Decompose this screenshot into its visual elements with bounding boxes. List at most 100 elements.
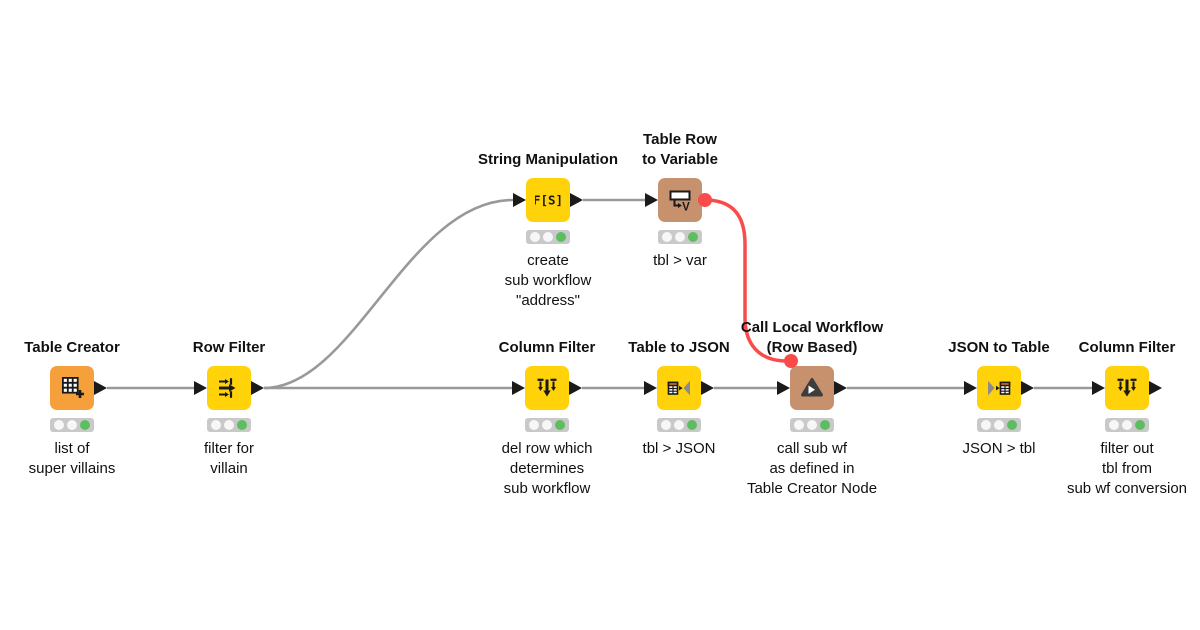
traffic-light-circle-off (994, 420, 1004, 430)
node-caption-line: Table Creator Node (746, 480, 878, 497)
call-workflow-icon (801, 378, 823, 397)
traffic-light-table-creator (50, 418, 94, 432)
output-port[interactable] (1021, 381, 1034, 395)
node-title-line: JSON to Table (948, 339, 1050, 356)
node-title-line: Column Filter (498, 339, 596, 356)
node-icon-slot (666, 375, 692, 401)
connection-row-filter-to-string-manipulation[interactable] (263, 198, 514, 390)
node-icon-slot (986, 375, 1012, 401)
traffic-light-circle-off (67, 420, 77, 430)
node-title-line: to Variable (642, 151, 718, 168)
input-port[interactable] (194, 381, 207, 395)
node-caption-json-to-table: JSON > tbl (963, 439, 1036, 459)
traffic-light-column-filter-2 (1105, 418, 1149, 432)
node-caption-line: JSON > tbl (962, 440, 1036, 457)
node-icon-slot (1114, 375, 1140, 401)
output-port[interactable] (569, 381, 582, 395)
traffic-light-circle-off (224, 420, 234, 430)
traffic-light-circle-off (674, 420, 684, 430)
node-string-manipulation[interactable]: F[S] (513, 178, 583, 222)
node-caption-line: call sub wf (776, 440, 848, 457)
input-port[interactable] (513, 193, 526, 207)
traffic-light-circle-off (794, 420, 804, 430)
traffic-light-table-to-json (657, 418, 701, 432)
node-row-filter[interactable] (194, 366, 264, 410)
traffic-light-circle-off (530, 232, 540, 242)
input-port[interactable] (1092, 381, 1105, 395)
node-column-filter-2[interactable] (1092, 366, 1162, 410)
traffic-light-table-row-to-variable (658, 230, 702, 244)
svg-text:V: V (682, 202, 690, 214)
node-title-column-filter-2: Column Filter (1079, 338, 1176, 358)
output-port[interactable] (570, 193, 583, 207)
node-caption-line: filter for (203, 440, 255, 457)
traffic-light-circle-on (1007, 420, 1017, 430)
node-caption-line: determines (509, 460, 585, 477)
input-port[interactable] (964, 381, 977, 395)
flow-variable-port-in-dot[interactable] (784, 354, 798, 368)
node-title-line: Table Creator (24, 339, 120, 356)
json-to-table-icon (988, 380, 1011, 396)
table-to-json-icon (667, 380, 690, 396)
traffic-light-circle-on (80, 420, 90, 430)
input-port[interactable] (645, 193, 658, 207)
output-port[interactable] (834, 381, 847, 395)
node-title-line: String Manipulation (478, 151, 618, 168)
node-caption-line: sub workflow (504, 272, 592, 289)
node-title-line: Column Filter (1078, 339, 1176, 356)
traffic-light-circle-off (54, 420, 64, 430)
node-json-to-table[interactable] (964, 366, 1034, 410)
string-manipulation-glyph: F[S] (535, 193, 561, 208)
node-title-line: Call Local Workflow (740, 319, 884, 336)
node-caption-line: list of (54, 440, 90, 457)
output-port[interactable] (1149, 381, 1162, 395)
output-port[interactable] (701, 381, 714, 395)
node-caption-line: filter out (1100, 440, 1154, 457)
flow-variable-connection-table-row-to-variable-to-call-local-workflow[interactable] (703, 198, 789, 363)
node-caption-table-row-to-variable: tbl > var (653, 251, 707, 271)
output-port[interactable] (94, 381, 107, 395)
node-column-filter-1[interactable] (512, 366, 582, 410)
traffic-light-circle-on (688, 232, 698, 242)
node-table-row-to-variable[interactable]: V (645, 178, 702, 222)
traffic-light-circle-off (211, 420, 221, 430)
node-caption-line: villain (210, 460, 248, 477)
flow-variable-port-out-dot[interactable] (698, 193, 712, 207)
traffic-light-circle-off (1122, 420, 1132, 430)
node-title-line: Row Filter (192, 339, 266, 356)
node-title-line: (Row Based) (766, 339, 858, 356)
node-title-call-local-workflow: Call Local Workflow (Row Based) (741, 318, 883, 358)
table-row-to-variable-icon: V (669, 190, 691, 214)
traffic-light-circle-off (807, 420, 817, 430)
node-call-local-workflow[interactable] (777, 366, 847, 410)
node-table-to-json[interactable] (644, 366, 714, 410)
node-caption-line: sub workflow (503, 480, 591, 497)
traffic-light-circle-on (687, 420, 697, 430)
node-caption-line: tbl from (1101, 460, 1152, 477)
traffic-light-circle-off (675, 232, 685, 242)
traffic-light-circle-off (981, 420, 991, 430)
traffic-light-circle-off (542, 420, 552, 430)
node-title-json-to-table: JSON to Table (948, 338, 1049, 358)
node-table-creator[interactable] (50, 366, 107, 410)
output-port[interactable] (251, 381, 264, 395)
input-port[interactable] (777, 381, 790, 395)
row-filter-icon (219, 378, 236, 398)
node-title-table-creator: Table Creator (24, 338, 120, 358)
input-port[interactable] (644, 381, 657, 395)
node-caption-line: tbl > JSON (642, 440, 716, 457)
node-title-line: Table to JSON (628, 339, 730, 356)
node-title-row-filter: Row Filter (193, 338, 266, 358)
traffic-light-circle-off (662, 232, 672, 242)
input-port[interactable] (512, 381, 525, 395)
traffic-light-column-filter-1 (525, 418, 569, 432)
node-icon-slot (216, 375, 242, 401)
string-manipulation-icon: F[S] (535, 193, 561, 208)
